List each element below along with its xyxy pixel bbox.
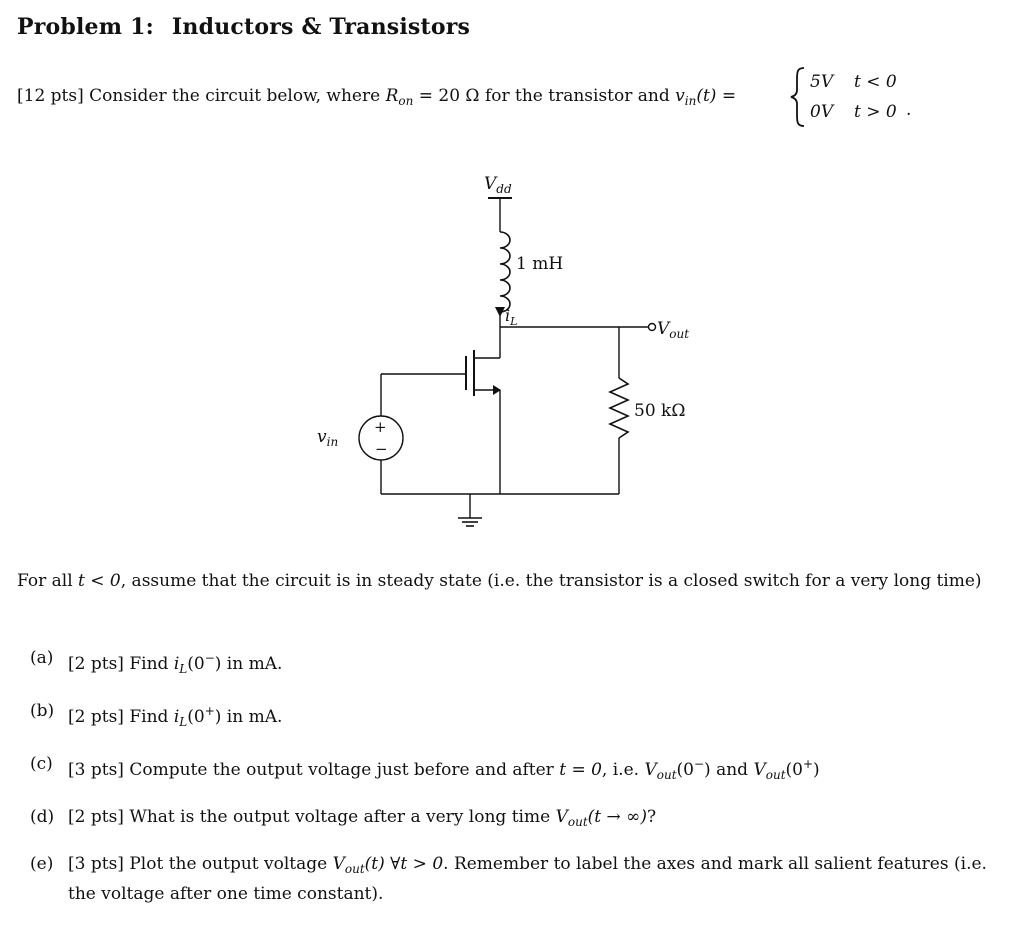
resistor-value: 50 kΩ: [634, 401, 685, 421]
steady-condition: t < 0: [78, 571, 121, 591]
question-math: i: [173, 654, 180, 674]
piecewise-value-2: 0V: [810, 102, 834, 122]
source-plus: +: [374, 418, 387, 436]
steady-text-a: For all: [17, 571, 73, 591]
ron-subscript: on: [398, 94, 414, 108]
current-label: iL: [505, 306, 517, 328]
inductor: [499, 231, 511, 313]
question-points: [2 pts]: [68, 654, 124, 674]
question-math: V: [555, 807, 568, 827]
question-text-end: ?: [646, 807, 657, 827]
problem-heading: Problem 1: Inductors & Transistors: [17, 14, 470, 40]
question-points: [2 pts]: [68, 807, 124, 827]
inductor-value: 1 mH: [516, 254, 563, 274]
piecewise-condition-2: t > 0: [854, 102, 897, 122]
piecewise-period: .: [906, 100, 912, 120]
question-math: i: [173, 707, 180, 727]
question-math-v1: V: [644, 760, 657, 780]
source-label: vin: [317, 427, 338, 449]
question-text: Find: [129, 654, 169, 674]
question-math-close: ): [214, 654, 222, 674]
question-label: (b): [30, 701, 55, 721]
piecewise-row-2: 0V t > 0: [810, 102, 897, 122]
question-math-v1-sub: out: [656, 768, 677, 782]
question-e: (e) [3 pts] Plot the output voltage Vout…: [30, 852, 1010, 907]
current-arrow-icon: [495, 307, 505, 317]
left-brace-icon: [790, 67, 805, 127]
intro-text-middle: for the transistor and: [484, 86, 670, 106]
source-minus: −: [375, 440, 388, 458]
page: Problem 1: Inductors & Transistors [12 pt…: [17, 14, 1007, 904]
question-math-arg: (t) ∀t > 0: [364, 854, 444, 874]
question-math-v2: V: [753, 760, 766, 780]
piecewise-definition: 5V t < 0 0V t > 0 .: [788, 66, 928, 128]
question-math-v2-sup: +: [802, 757, 814, 771]
problem-title: Inductors & Transistors: [171, 14, 471, 40]
question-label: (c): [30, 754, 53, 774]
question-math-arg: (0: [187, 654, 205, 674]
steady-state-paragraph: For all t < 0, assume that the circuit i…: [17, 569, 1007, 594]
piecewise-condition-1: t < 0: [854, 72, 897, 92]
question-text: Compute the output voltage just before a…: [129, 760, 554, 780]
question-d: (d) [2 pts] What is the output voltage a…: [30, 805, 1010, 834]
question-math-v1-arg: (0: [676, 760, 694, 780]
question-label: (a): [30, 648, 54, 668]
question-points: [2 pts]: [68, 707, 124, 727]
question-math-sub: out: [344, 862, 365, 876]
resistor: [608, 377, 630, 439]
question-math-sub: L: [179, 715, 188, 729]
vin-argument: (t) =: [696, 86, 737, 106]
question-label: (e): [30, 854, 54, 874]
question-math-arg: (0: [187, 707, 205, 727]
piecewise-value-1: 5V: [810, 72, 834, 92]
question-math-sub: out: [567, 815, 588, 829]
question-text: Plot the output voltage: [129, 854, 328, 874]
question-math-sup: −: [204, 651, 215, 665]
question-math-sub: L: [179, 662, 188, 676]
intro-text-before: Consider the circuit below, where: [89, 86, 381, 106]
question-c: (c) [3 pts] Compute the output voltage j…: [30, 752, 1010, 787]
question-text-and: and: [716, 760, 749, 780]
question-list: (a) [2 pts] Find iL(0−) in mA. (b) [2 pt…: [30, 646, 1010, 925]
question-text: What is the output voltage after a very …: [129, 807, 551, 827]
question-math-v2-arg: (0: [785, 760, 803, 780]
question-points: [3 pts]: [68, 760, 124, 780]
question-math: t = 0: [559, 760, 602, 780]
steady-text-b: , assume that the circuit is in steady s…: [120, 571, 982, 591]
question-b: (b) [2 pts] Find iL(0+) in mA.: [30, 699, 1010, 734]
question-text: Find: [129, 707, 169, 727]
circuit-diagram: Vdd 1 mH iL Vout 50 kΩ + − vin: [317, 174, 689, 527]
question-math-v1-sup: −: [693, 757, 705, 771]
vout-label: Vout: [657, 319, 689, 341]
question-math: V: [332, 854, 345, 874]
vdd-label: Vdd: [484, 174, 512, 196]
ron-value: = 20 Ω: [418, 86, 480, 106]
intro-sentence: [12 pts] Consider the circuit below, whe…: [17, 86, 736, 108]
question-text-mid: , i.e.: [601, 760, 640, 780]
ron-symbol: R: [385, 86, 399, 106]
intro-points: [12 pts]: [17, 86, 84, 106]
question-text-end: in mA.: [226, 707, 283, 727]
question-text-end: in mA.: [226, 654, 283, 674]
piecewise-row-1: 5V t < 0: [810, 72, 897, 92]
question-math-v1-close: ): [704, 760, 711, 780]
question-a: (a) [2 pts] Find iL(0−) in mA.: [30, 646, 1010, 681]
problem-label: Problem 1:: [17, 14, 154, 40]
question-math-v2-sub: out: [765, 768, 786, 782]
question-math-arg: (t → ∞): [587, 807, 647, 827]
vin-subscript: in: [684, 94, 697, 108]
question-points: [3 pts]: [68, 854, 124, 874]
vout-terminal: [647, 322, 657, 332]
question-math-sup: +: [204, 704, 215, 718]
vin-symbol: v: [675, 86, 685, 106]
question-label: (d): [30, 807, 55, 827]
source-arrow-icon: [493, 385, 501, 395]
question-math-v2-close: ): [813, 760, 820, 780]
question-math-close: ): [214, 707, 222, 727]
